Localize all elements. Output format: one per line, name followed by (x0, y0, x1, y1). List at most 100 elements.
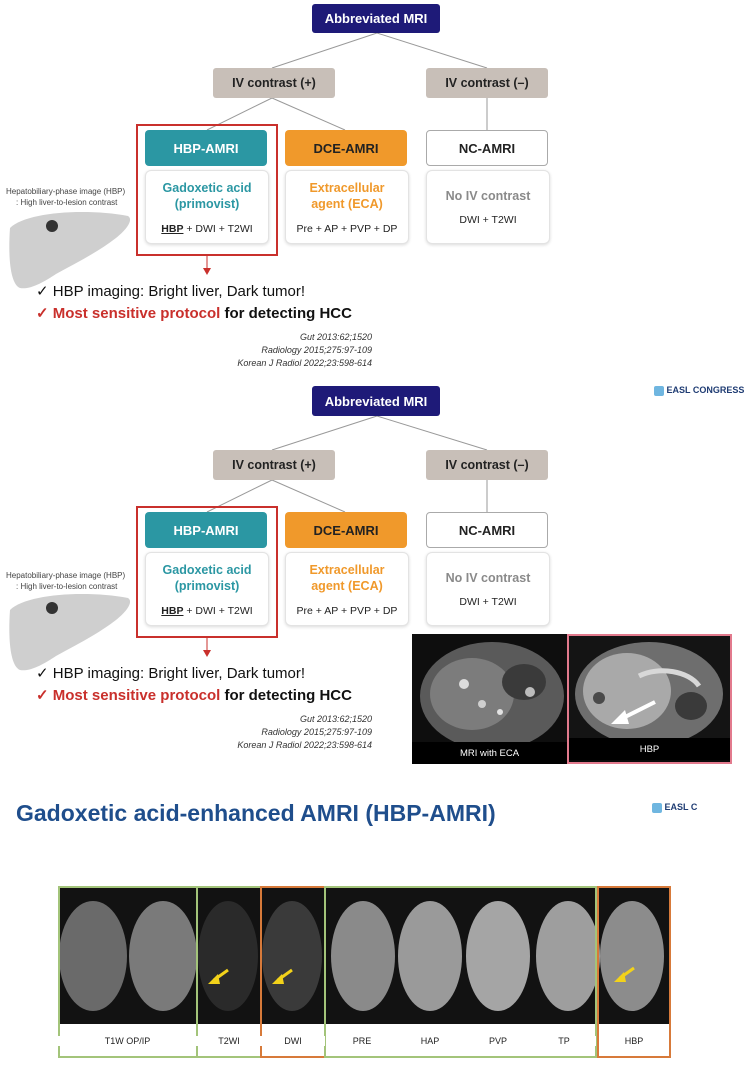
easl-logo-short-text: EASL C (664, 802, 698, 812)
references: Gut 2013:62;1520 Radiology 2015;275:97-1… (200, 331, 372, 370)
abbreviated-mri-label: Abbreviated MRI (324, 393, 428, 409)
iv-contrast-minus-label: IV contrast (–) (445, 76, 529, 90)
liver-caption: Hepatobiliary-phase image (HBP) : High l… (6, 186, 125, 208)
nc-amri-label: NC-AMRI (458, 140, 516, 156)
nc-amri-card: No IV contrast DWI + T2WI (426, 552, 550, 626)
label-dwi: DWI (261, 1036, 325, 1046)
dce-agent-line1: Extracellular (309, 181, 385, 195)
liver-caption-line2: : High liver-to-lesion contrast (16, 582, 118, 591)
yellow-arrow-icon (272, 968, 293, 984)
hbp-seq-rest: + DWI + T2WI (183, 605, 253, 617)
bullet2-rest-text: for detecting HCC (220, 687, 352, 704)
mri-sequence-strip: T1W OP/IP T2WI DWI PRE HAP PVP TP HBP (58, 886, 671, 1058)
easl-logo-icon (654, 385, 664, 396)
iv-contrast-plus-box: IV contrast (+) (213, 450, 335, 480)
hbp-amri-label: HBP-AMRI (173, 522, 239, 538)
hbp-highlight-frame (136, 124, 278, 256)
label-t2wi: T2WI (197, 1036, 261, 1046)
liver-illustration (9, 212, 131, 289)
hbp-agent-line1: Gadoxetic acid (162, 181, 252, 195)
hbp-amri-header: HBP-AMRI (145, 130, 267, 166)
iv-contrast-plus-label: IV contrast (+) (232, 458, 316, 472)
iv-contrast-plus-box: IV contrast (+) (213, 68, 335, 98)
bullet-hbp-imaging: ✓ HBP imaging: Bright liver, Dark tumor! (36, 282, 305, 300)
nc-seq: DWI + T2WI (459, 214, 517, 226)
hbp-highlight-frame (136, 506, 278, 638)
label-t1w: T1W OP/IP (58, 1036, 197, 1046)
slide-3: Gadoxetic acid-enhanced AMRI (HBP-AMRI) … (0, 770, 745, 1073)
abbreviated-mri-box: Abbreviated MRI (312, 4, 440, 33)
mri-hbp-image (569, 636, 730, 740)
easl-logo-icon (652, 802, 662, 813)
hbp-agent-line2: (primovist) (174, 579, 240, 593)
easl-logo-small: EASL C (652, 802, 697, 813)
mri-comparison-panel: MRI with ECA HBP (412, 634, 732, 764)
slide-1: Abbreviated MRI IV contrast (+) IV contr… (0, 0, 745, 380)
nc-seq: DWI + T2WI (459, 596, 517, 608)
mri-sequence-images (58, 886, 671, 1058)
dce-amri-header: DCE-AMRI (285, 130, 407, 166)
bullet2-rest-text: for detecting HCC (220, 305, 352, 322)
nc-amri-header: NC-AMRI (426, 130, 548, 166)
mri-eca-image (412, 634, 567, 742)
nc-amri-label: NC-AMRI (458, 522, 516, 538)
yellow-arrow-icon (208, 968, 229, 984)
easl-logo: EASL CONGRESS (654, 385, 744, 396)
abbreviated-mri-label: Abbreviated MRI (324, 11, 428, 26)
dce-amri-label: DCE-AMRI (313, 522, 379, 538)
liver-caption: Hepatobiliary-phase image (HBP) : High l… (6, 570, 125, 592)
abbreviated-mri-box: Abbreviated MRI (312, 386, 440, 416)
hbp-seq-hbp: HBP (161, 223, 184, 235)
hbp-image-frame: HBP (567, 634, 732, 764)
check-icon: ✓ (36, 283, 49, 300)
ref-radiology: Radiology 2015;275:97-109 (261, 727, 372, 737)
dce-seq: Pre + AP + PVP + DP (296, 223, 398, 235)
nc-amri-card: No IV contrast DWI + T2WI (426, 170, 550, 244)
ref-gut: Gut 2013:62;1520 (299, 714, 372, 724)
dce-amri-card: Extracellular agent (ECA) Pre + AP + PVP … (285, 170, 409, 244)
check-icon: ✓ (36, 665, 49, 682)
hbp-amri-header: HBP-AMRI (145, 512, 267, 548)
bullet-hbp-imaging: ✓ HBP imaging: Bright liver, Dark tumor! (36, 664, 305, 682)
label-hap: HAP (396, 1036, 464, 1046)
hbp-agent-line1: Gadoxetic acid (162, 563, 252, 577)
bullet1-text: HBP imaging: Bright liver, Dark tumor! (52, 283, 306, 300)
bullet2-red-text: Most sensitive protocol (52, 305, 221, 322)
ref-kjr: Korean J Radiol 2022;23:598-614 (237, 358, 372, 368)
dce-amri-card: Extracellular agent (ECA) Pre + AP + PVP … (285, 552, 409, 626)
liver-illustration (9, 594, 131, 671)
check-icon: ✓ (36, 305, 49, 322)
dce-amri-label: DCE-AMRI (313, 140, 379, 156)
nc-agent: No IV contrast (445, 571, 531, 585)
liver-caption-line1: Hepatobiliary-phase image (HBP) (6, 187, 126, 196)
hbp-seq-rest: + DWI + T2WI (183, 223, 253, 235)
label-pvp: PVP (464, 1036, 532, 1046)
ref-gut: Gut 2013:62;1520 (299, 332, 372, 342)
iv-contrast-minus-box: IV contrast (–) (426, 68, 548, 98)
liver-caption-line2: : High liver-to-lesion contrast (16, 198, 118, 207)
references: Gut 2013:62;1520 Radiology 2015;275:97-1… (200, 713, 372, 752)
dce-seq: Pre + AP + PVP + DP (296, 605, 398, 617)
hbp-seq-hbp: HBP (161, 605, 184, 617)
bullet-most-sensitive: ✓ Most sensitive protocol for detecting … (36, 304, 352, 322)
slide3-title: Gadoxetic acid-enhanced AMRI (HBP-AMRI) (16, 800, 496, 826)
mri-hbp-label: HBP (569, 738, 730, 760)
iv-contrast-minus-box: IV contrast (–) (426, 450, 548, 480)
white-arrow-icon (611, 700, 656, 724)
label-pre: PRE (328, 1036, 396, 1046)
dce-agent-line1: Extracellular (309, 563, 385, 577)
ref-kjr: Korean J Radiol 2022;23:598-614 (237, 740, 372, 750)
label-hbp: HBP (600, 1036, 668, 1046)
hbp-amri-card: Gadoxetic acid(primovist) HBP + DWI + T2… (145, 170, 269, 244)
ref-radiology: Radiology 2015;275:97-109 (261, 345, 372, 355)
iv-contrast-minus-label: IV contrast (–) (445, 458, 529, 472)
dce-agent-line2: agent (ECA) (311, 197, 383, 211)
nc-agent: No IV contrast (445, 189, 531, 203)
dce-agent-line2: agent (ECA) (311, 579, 383, 593)
label-tp: TP (532, 1036, 596, 1046)
flow-connectors (203, 32, 488, 275)
bullet1-text: HBP imaging: Bright liver, Dark tumor! (52, 665, 306, 682)
slide-2: EASL CONGRESS Abbreviated MRI IV contras… (0, 380, 745, 770)
bullet2-red-text: Most sensitive protocol (52, 687, 221, 704)
bullet-most-sensitive: ✓ Most sensitive protocol for detecting … (36, 686, 352, 704)
